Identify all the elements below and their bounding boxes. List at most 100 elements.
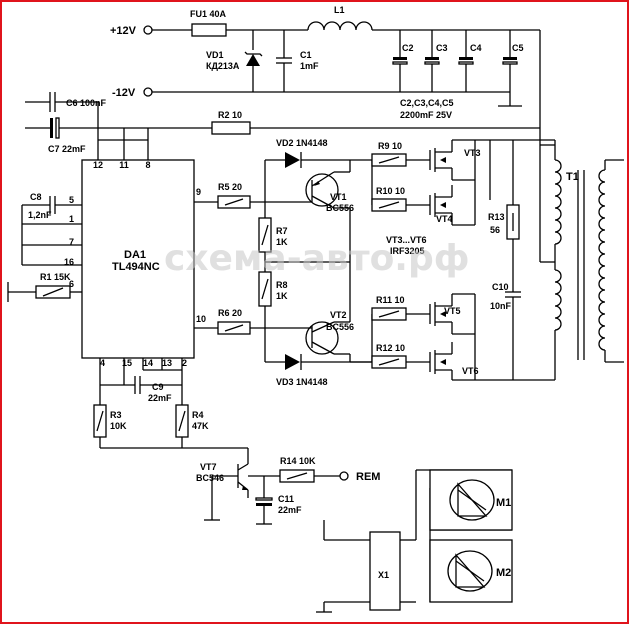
- label-c25-note: C2,C3,C4,C5: [400, 98, 454, 108]
- capacitor-c11: [256, 503, 272, 506]
- mosfet-vt5: [429, 294, 453, 334]
- label-x1: X1: [378, 570, 389, 580]
- pin-14: 14: [143, 358, 153, 368]
- label-vd3: VD3 1N4148: [276, 377, 328, 387]
- label-r4: R4: [192, 410, 204, 420]
- label-vd1: VD1: [206, 50, 224, 60]
- label-m2: M2: [496, 567, 511, 579]
- label-vt-group-type: IRF3205: [390, 246, 425, 256]
- pin-15: 15: [122, 358, 132, 368]
- label-r13: R13: [488, 212, 505, 222]
- label-vt7-type: BC546: [196, 473, 224, 483]
- label-c6-val: 100nF: [80, 98, 107, 108]
- label-r5: R5 20: [218, 182, 242, 192]
- label-vt2: VT2: [330, 310, 347, 320]
- pin-16: 16: [64, 257, 74, 267]
- remote-section: C9 22mF R3 10K R4 47K VT7 BC546 REM R14 …: [93, 358, 513, 613]
- power-input-section: +12V -12V FU1 40A L1 VD1 КД213А C1 1mF C…: [110, 5, 541, 145]
- pin-10: 10: [196, 314, 206, 324]
- label-c9: C9: [152, 382, 164, 392]
- label-c5: C5: [512, 43, 524, 53]
- label-r1: R1 15K: [40, 272, 71, 282]
- diode-vd2: [285, 152, 300, 168]
- label-c25-val: 2200mF 25V: [400, 110, 452, 120]
- label-c11: C11: [278, 494, 294, 504]
- motor-m2: [447, 550, 493, 592]
- terminal-minus-12v[interactable]: [143, 87, 153, 97]
- label-minus-12v: -12V: [112, 87, 136, 99]
- label-r8-val: 1K: [276, 291, 288, 301]
- label-vt6: VT6: [462, 366, 479, 376]
- label-c1-val: 1mF: [300, 61, 319, 71]
- label-c4: C4: [470, 43, 482, 53]
- power-stage: VT3 VT4 VT5 VT6 VT3...VT6 IRF3205 R13 56: [386, 139, 624, 381]
- label-vt1-type: BC556: [326, 203, 354, 213]
- label-da1-type: TL494NC: [112, 261, 160, 273]
- label-r11: R11 10: [376, 295, 405, 305]
- capacitor-c7: [50, 118, 53, 138]
- label-vt4: VT4: [436, 214, 453, 224]
- label-r2: R2 10: [218, 110, 242, 120]
- label-fu1: FU1 40A: [190, 9, 227, 19]
- label-c8-val: 1,2nF: [28, 210, 52, 220]
- label-r13-val: 56: [490, 225, 500, 235]
- pin-8: 8: [145, 160, 150, 170]
- inductor-l1: [307, 21, 373, 31]
- label-da1: DA1: [124, 249, 146, 261]
- transformer-t1: [539, 140, 624, 380]
- label-r7-val: 1K: [276, 237, 288, 247]
- driver-stage: VD2 1N4148 VT1 BC556 VT2 BC556 VD3 1N414…: [264, 138, 430, 387]
- pin-4: 4: [100, 358, 105, 368]
- transistor-vt1: [305, 173, 339, 207]
- label-vt5: VT5: [444, 306, 461, 316]
- terminal-rem[interactable]: [339, 471, 349, 481]
- label-c6: C6: [66, 98, 78, 108]
- label-rem: REM: [356, 471, 380, 483]
- pin-2: 2: [182, 358, 187, 368]
- label-vt-group: VT3...VT6: [386, 235, 427, 245]
- label-plus-12v: +12V: [110, 25, 137, 37]
- label-r10: R10 10: [376, 186, 405, 196]
- label-vt2-type: BC556: [326, 322, 354, 332]
- label-c9-val: 22mF: [148, 393, 172, 403]
- label-r8: R8: [276, 280, 288, 290]
- zener-vd1: [246, 54, 260, 66]
- label-r3-val: 10K: [110, 421, 127, 431]
- watermark: схема-авто.рф: [164, 238, 469, 279]
- label-r9: R9 10: [378, 141, 402, 151]
- label-vt7: VT7: [200, 462, 217, 472]
- label-r3: R3: [110, 410, 122, 420]
- resistor-r2: [211, 121, 251, 135]
- pin-9: 9: [196, 187, 201, 197]
- ic-da1-tl494: [81, 159, 195, 359]
- label-c11-val: 22mF: [278, 505, 302, 515]
- label-r4-val: 47K: [192, 421, 209, 431]
- label-r14: R14 10K: [280, 456, 316, 466]
- diode-vd3: [285, 354, 300, 370]
- mosfet-vt4: [429, 185, 453, 225]
- label-r7: R7: [276, 226, 288, 236]
- label-vt1: VT1: [330, 192, 347, 202]
- label-l1: L1: [334, 5, 345, 15]
- label-m1: M1: [496, 497, 511, 509]
- controller-section: C6 100nF C7 22mF R2 10 DA1 TL494NC 12 11…: [7, 92, 540, 368]
- pin-7: 7: [69, 237, 74, 247]
- motor-m1: [449, 479, 495, 521]
- label-c1: C1: [300, 50, 312, 60]
- label-c10: C10: [492, 282, 509, 292]
- capacitor-bank-c2-c5: [392, 30, 522, 107]
- label-r6: R6 20: [218, 308, 242, 318]
- fuse-fu1: [191, 23, 227, 37]
- label-t1: T1: [566, 171, 579, 183]
- label-vt3: VT3: [464, 148, 481, 158]
- terminal-plus-12v[interactable]: [143, 25, 153, 35]
- label-c8: C8: [30, 192, 42, 202]
- label-vd1-type: КД213А: [206, 61, 240, 71]
- connector-x1: [369, 531, 401, 611]
- label-r12: R12 10: [376, 343, 405, 353]
- label-c3: C3: [436, 43, 448, 53]
- mosfet-vt3: [429, 140, 453, 180]
- label-vd2: VD2 1N4148: [276, 138, 328, 148]
